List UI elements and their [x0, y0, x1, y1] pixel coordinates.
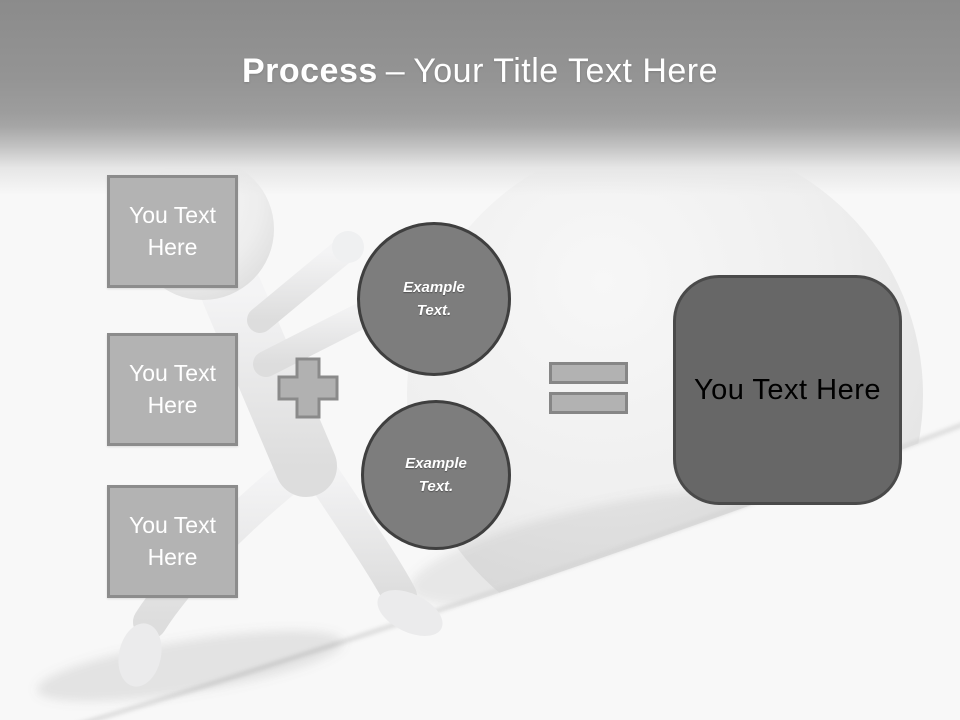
equals-bar-top: [549, 362, 628, 384]
example-circle-1[interactable]: Example Text.: [357, 222, 511, 376]
text-box-3-label: You Text Here: [129, 512, 216, 570]
slide-title[interactable]: Process–Your Title Text Here: [0, 52, 960, 91]
text-box-2[interactable]: You Text Here: [107, 333, 238, 446]
example-circle-1-label: Example Text.: [403, 278, 465, 319]
title-text: Your Title Text Here: [413, 52, 719, 90]
text-box-1-label: You Text Here: [129, 202, 216, 260]
result-box-label: You Text Here: [693, 373, 882, 406]
example-circle-2-label: Example Text.: [405, 454, 467, 495]
plus-icon: [277, 357, 339, 419]
equals-icon: [549, 362, 628, 414]
text-box-3[interactable]: You Text Here: [107, 485, 238, 598]
equals-bar-bottom: [549, 392, 628, 414]
figure-shadow: [36, 630, 344, 702]
example-circle-2[interactable]: Example Text.: [361, 400, 511, 550]
title-separator: –: [385, 52, 406, 90]
sphere-shadow: [409, 490, 771, 606]
result-box[interactable]: You Text Here: [673, 275, 902, 505]
text-box-2-label: You Text Here: [129, 360, 216, 418]
text-box-1[interactable]: You Text Here: [107, 175, 238, 288]
title-keyword: Process: [241, 52, 378, 90]
incline-ground: [100, 427, 960, 720]
